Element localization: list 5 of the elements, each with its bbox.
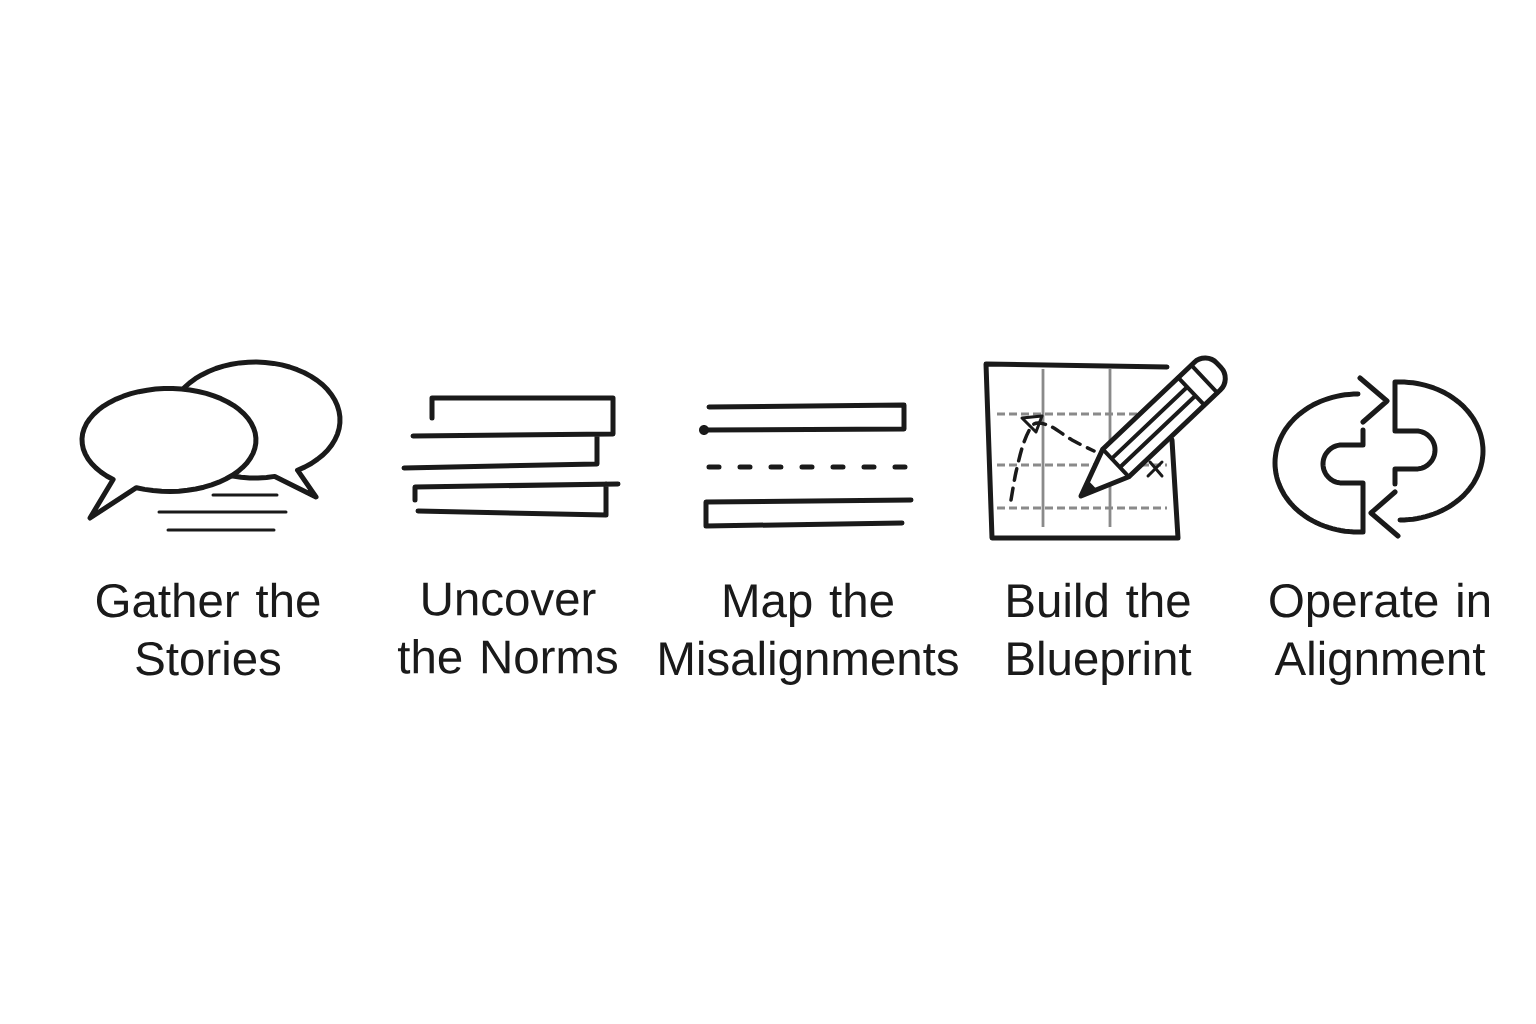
step-label: Operate in Alignment xyxy=(1270,582,1489,685)
step-label: Build the Blueprint xyxy=(1008,582,1192,685)
step-label: Gather the Stories xyxy=(96,582,320,676)
step-label: Uncover the Norms xyxy=(398,582,617,674)
step-label: Map the Misalignments xyxy=(660,582,958,685)
